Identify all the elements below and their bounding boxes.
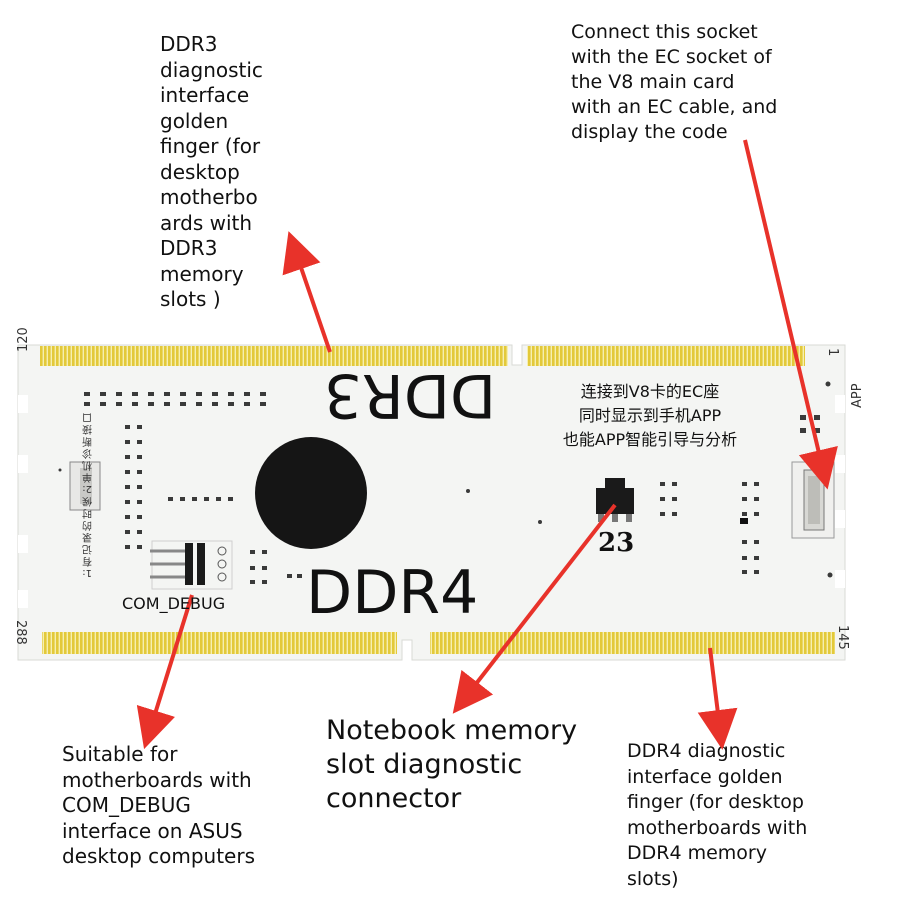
ddr4-finger-annotation: DDR4 diagnostic interface golden finger … xyxy=(627,740,808,890)
fpc-connector xyxy=(69,461,101,511)
pin-label-288: 288 xyxy=(13,620,28,645)
ec-socket xyxy=(791,461,835,539)
ddr3-gold-finger-right xyxy=(527,346,805,366)
ddr3-silkscreen-label: DDR3 xyxy=(323,360,497,430)
app-silkscreen-label: APP xyxy=(850,383,865,408)
pin-label-145: 145 xyxy=(835,625,850,650)
ddr3-finger-annotation: DDR3 diagnostic interface golden finger … xyxy=(160,32,263,311)
com-debug-silkscreen-label: COM_DEBUG xyxy=(122,594,226,613)
annotation-arrows xyxy=(136,139,838,750)
side-chinese-label: 1:有记录的时候 2:单机诊断接口 xyxy=(82,411,92,578)
ddr4-gold-finger-right xyxy=(430,632,835,654)
smd-components xyxy=(58,381,833,584)
chinese-ec-description: 连接到V8卡的EC座 同时显示到手机APP 也能APP智能引导与分析 xyxy=(562,382,738,449)
epoxy-chip xyxy=(255,437,367,549)
notebook-connector-annotation: Notebook memory slot diagnostic connecto… xyxy=(326,715,578,814)
com-debug-header xyxy=(150,540,233,590)
regulator-chip xyxy=(596,478,634,522)
pin-label-1: 1 xyxy=(825,348,840,357)
com-debug-annotation: Suitable for motherboards with COM_DEBUG… xyxy=(62,742,256,868)
ddr4-gold-finger-left xyxy=(42,632,397,654)
ddr3-gold-finger-left xyxy=(40,346,508,366)
ddr4-silkscreen-label: DDR4 xyxy=(306,558,479,628)
pin-label-120: 120 xyxy=(16,327,31,352)
handwritten-number: 23 xyxy=(598,528,635,558)
ec-socket-annotation: Connect this socket with the EC socket o… xyxy=(571,21,778,143)
